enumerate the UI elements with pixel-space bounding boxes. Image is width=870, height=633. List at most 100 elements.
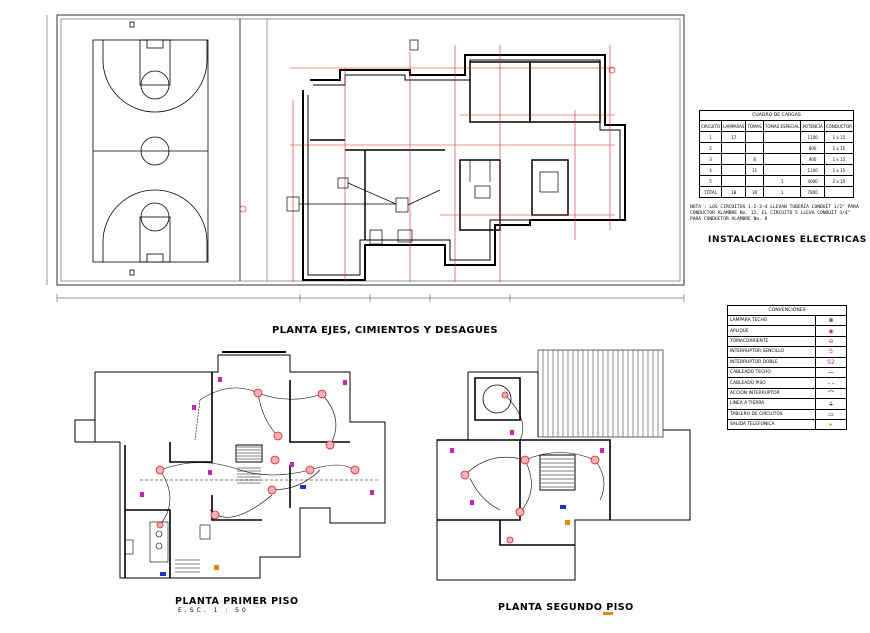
first-floor-kitchen xyxy=(124,521,211,563)
ceiling-lamp-icon: ⊗ xyxy=(815,314,847,327)
cell: 1 xyxy=(698,131,723,143)
second-floor-walls xyxy=(436,371,691,581)
cell: 1 x 15 xyxy=(823,142,855,154)
legend-row: SALIDA TELEFONICA▸ xyxy=(727,418,847,431)
cell: 4 xyxy=(698,164,723,176)
cell: 3 xyxy=(698,153,723,165)
cell: 8 xyxy=(745,153,764,165)
first-floor-wiring xyxy=(140,387,380,526)
second-floor-stairs xyxy=(541,458,574,488)
cell: 1100 xyxy=(800,164,825,176)
cell: 1100 xyxy=(800,131,825,143)
cell: 900 xyxy=(800,153,825,165)
cell: 1 x 15 xyxy=(823,153,855,165)
legend-label: SALIDA TELEFONICA xyxy=(727,418,816,431)
legend-label: LINEA A TIERRA xyxy=(727,398,816,410)
load-table-header: CIRCUITO LAMPARAS TOMAS TOMAS ESPECIAL P… xyxy=(698,120,855,132)
legend-label: INTERRUPTOR SENCILLO xyxy=(727,346,816,358)
header-cell: TOMAS ESPECIAL xyxy=(762,120,802,132)
cell xyxy=(721,153,747,165)
load-table: CUADRO DE CARGAS CIRCUITO LAMPARAS TOMAS… xyxy=(698,110,855,198)
load-table-title: CUADRO DE CARGAS xyxy=(699,110,854,120)
wiring-note: NOTA : LOS CIRCUITOS 1-2-3-4 LLEVAN TUBE… xyxy=(690,205,859,223)
legend-label: INTERRUPTOR DOBLE xyxy=(727,356,816,368)
cell xyxy=(721,142,747,154)
foundation-details xyxy=(286,39,559,245)
cell: 2 x 10 xyxy=(823,175,855,187)
legend-row: CABLEADO PISO- - xyxy=(727,377,847,389)
legend-row: TOMACORRIENTE⊖ xyxy=(727,335,847,348)
header-cell: TOMAS xyxy=(745,120,764,132)
legend-label: TABLERO DE CIRCUITOS xyxy=(727,408,816,420)
cell xyxy=(762,142,802,154)
legend-row: TABLERO DE CIRCUITOS▭ xyxy=(727,408,847,420)
first-floor-stairs xyxy=(175,446,261,573)
first-floor-fixtures xyxy=(140,377,374,576)
double-switch-icon: S2 xyxy=(815,356,847,368)
table-row: 4 11 1100 1 x 15 xyxy=(698,164,855,176)
circuit-panel-icon: ▭ xyxy=(815,408,847,420)
basketball-court xyxy=(92,21,209,276)
legend-row: LINEA A TIERRA⏚ xyxy=(727,398,847,410)
wall-lamp-icon: ◉ xyxy=(815,325,847,337)
foundation-walls xyxy=(302,54,626,281)
cell: 5 xyxy=(698,175,723,187)
cell xyxy=(762,131,802,143)
header-cell: CONDUCTOR xyxy=(823,120,855,132)
cell: 1 xyxy=(762,175,802,187)
instalaciones-title: INSTALACIONES ELECTRICAS xyxy=(708,235,867,245)
first-floor-walls xyxy=(74,351,386,579)
phone-outlet-icon: ▸ xyxy=(815,418,847,431)
legend-table: CONVENCIONES LAMPARA TECHO⊗ APLIQUE◉ TOM… xyxy=(727,305,847,431)
floor-wiring-icon: - - xyxy=(815,377,847,389)
cell: 1 xyxy=(762,186,802,198)
single-switch-icon: S xyxy=(815,346,847,358)
header-cell: POTENCIA xyxy=(800,120,825,132)
cell xyxy=(745,142,764,154)
primer-piso-title: PLANTA PRIMER PISO xyxy=(175,596,299,607)
outlet-icon: ⊖ xyxy=(815,335,847,348)
legend-row: ACCION INTERRUPTOR⌒ xyxy=(727,387,847,400)
header-cell: LAMPARAS xyxy=(721,120,747,132)
cell xyxy=(745,131,764,143)
cell: 7800 xyxy=(800,186,825,198)
grid-axes xyxy=(239,45,616,282)
cell xyxy=(762,153,802,165)
legend-label: APLIQUE xyxy=(727,325,816,337)
scale-label: E.SC. 1 : 50 xyxy=(178,607,249,614)
second-floor-roof-hatch xyxy=(537,349,664,438)
legend-label: LAMPARA TECHO xyxy=(727,314,816,327)
cell: 30 xyxy=(745,186,764,198)
legend-label: TOMACORRIENTE xyxy=(727,335,816,348)
ceiling-wiring-icon: — xyxy=(815,366,847,379)
switch-action-icon: ⌒ xyxy=(815,387,847,400)
cell: 17 xyxy=(721,131,747,143)
legend-row: APLIQUE◉ xyxy=(727,325,847,337)
ground-line-icon: ⏚ xyxy=(815,398,847,410)
planta-ejes-title: PLANTA EJES, CIMIENTOS Y DESAGUES xyxy=(272,325,498,336)
table-row: 2 800 1 x 15 xyxy=(698,142,855,154)
segundo-piso-title: PLANTA SEGUNDO PISO xyxy=(498,602,634,613)
table-row: 3 8 900 1 x 15 xyxy=(698,153,855,165)
table-row: 5 1 4000 2 x 10 xyxy=(698,175,855,187)
legend-row: LAMPARA TECHO⊗ xyxy=(727,314,847,327)
cell: 1 x 15 xyxy=(823,164,855,176)
cell: 11 xyxy=(745,164,764,176)
cell xyxy=(721,164,747,176)
legend-row: CABLEADO TECHO— xyxy=(727,366,847,379)
legend-label: ACCION INTERRUPTOR xyxy=(727,387,816,400)
cell xyxy=(823,186,855,198)
second-floor-fixtures xyxy=(450,391,613,615)
cell: 2 xyxy=(698,142,723,154)
cell xyxy=(762,164,802,176)
legend-label: CABLEADO PISO xyxy=(727,377,816,389)
cell: 1 x 15 xyxy=(823,131,855,143)
cell: TOTAL xyxy=(698,186,723,198)
site-plan xyxy=(46,14,685,302)
table-row: 1 17 1100 1 x 15 xyxy=(698,131,855,143)
cell: 800 xyxy=(800,142,825,154)
header-cell: CIRCUITO xyxy=(698,120,723,132)
